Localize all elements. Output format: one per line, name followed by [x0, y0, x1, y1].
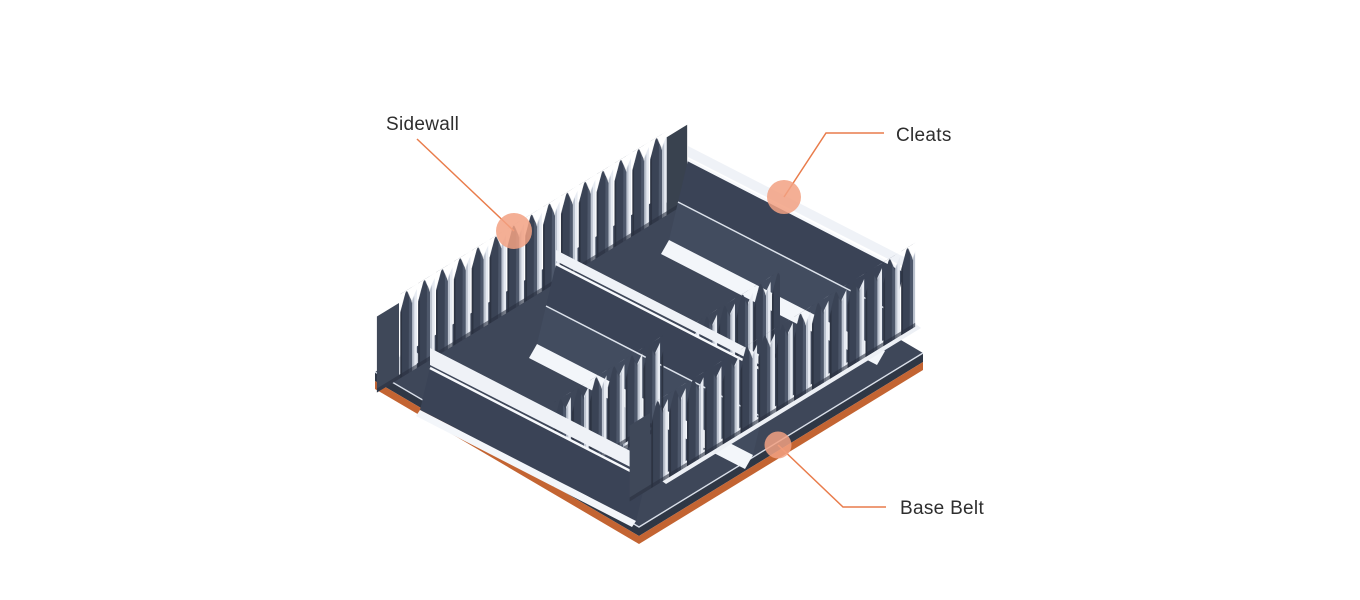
sidewall-label: Sidewall [386, 114, 459, 135]
base-belt-label: Base Belt [900, 498, 984, 519]
sidewall-back-base-shadow [376, 198, 688, 393]
cleat-near-top-edge-highlight [429, 366, 647, 481]
floor-highlight-behind-cleat-near [430, 348, 646, 475]
sidewall-front-corrugation [650, 242, 916, 489]
cleat-panel-near [416, 348, 647, 527]
sidewall-leader-line [416, 138, 515, 232]
sidewall-back-endcap-near [376, 303, 399, 393]
cleat-far-top-edge-highlight [687, 158, 905, 273]
floor-highlight-front-cleat-near [416, 410, 636, 527]
annotation-base-belt: Base Belt [764, 431, 984, 519]
sidewall-back-corrugation [399, 131, 667, 379]
base-belt-marker-dot [764, 431, 792, 459]
cleats-label: Cleats [896, 125, 952, 146]
cleats-leader-line [783, 132, 884, 198]
sidewall-marker-dot [496, 213, 532, 249]
base-belt-leader-line [777, 444, 886, 508]
cleats-marker-dot [767, 180, 801, 214]
cleat-near-face [420, 368, 646, 521]
annotation-cleats: Cleats [767, 125, 952, 214]
floor-highlight-behind-cleat-middle [556, 250, 772, 371]
cleat-far-face-upper [678, 160, 904, 313]
sidewall-front-base-shadow [629, 322, 916, 502]
sidewall-front-band [629, 242, 916, 502]
sidewall-front-endcap-near [629, 413, 650, 502]
annotation-sidewall: Sidewall [386, 114, 532, 249]
